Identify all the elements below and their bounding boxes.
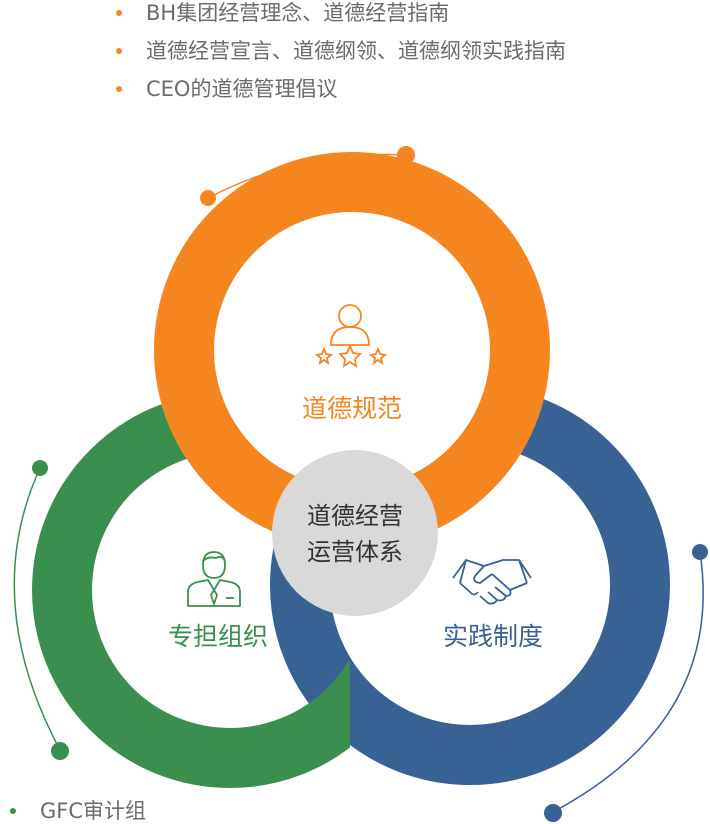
list-item-text: GFC审计组	[40, 799, 147, 823]
center-title-line1: 道德经营	[307, 502, 403, 530]
list-item-text: CEO的道德管理倡议	[146, 77, 338, 101]
list-item: BH集团经营理念、道德经营指南	[114, 0, 566, 32]
orange-decor-dot-icon	[200, 190, 216, 206]
center-title-line2: 运营体系	[307, 538, 403, 566]
list-item: CEO的道德管理倡议	[114, 70, 566, 108]
list-item-text: BH集团经营理念、道德经营指南	[146, 1, 450, 25]
blue-decor-dot-icon	[692, 544, 708, 560]
businessman-icon	[187, 551, 241, 607]
list-item: GFC审计组	[10, 796, 146, 824]
person-with-stars-icon	[314, 304, 388, 368]
list-item-text: 道德经营宣言、道德纲领、道德纲领实践指南	[146, 39, 566, 63]
green-decor-arc	[13, 467, 61, 751]
green-decor-dot-icon	[51, 742, 69, 760]
bullet-dot-icon	[116, 10, 122, 16]
dedicated-organization-label: 专担组织	[168, 622, 268, 651]
ethics-code-label: 道德规范	[302, 394, 402, 423]
bullet-dot-icon	[116, 48, 122, 54]
handshake-icon	[452, 559, 532, 605]
practice-system-label: 实践制度	[443, 622, 543, 651]
list-item: 道德经营宣言、道德纲领、道德纲领实践指南	[114, 32, 566, 70]
green-decor-dot-icon	[32, 460, 48, 476]
center-disc	[272, 450, 438, 616]
blue-decor-dot-icon	[544, 804, 562, 822]
bullet-dot-icon	[116, 86, 122, 92]
bullet-dot-icon	[10, 808, 16, 814]
blue-decor-arc	[552, 551, 704, 813]
top-bullet-list: BH集团经营理念、道德经营指南 道德经营宣言、道德纲领、道德纲领实践指南 CEO…	[114, 0, 566, 108]
